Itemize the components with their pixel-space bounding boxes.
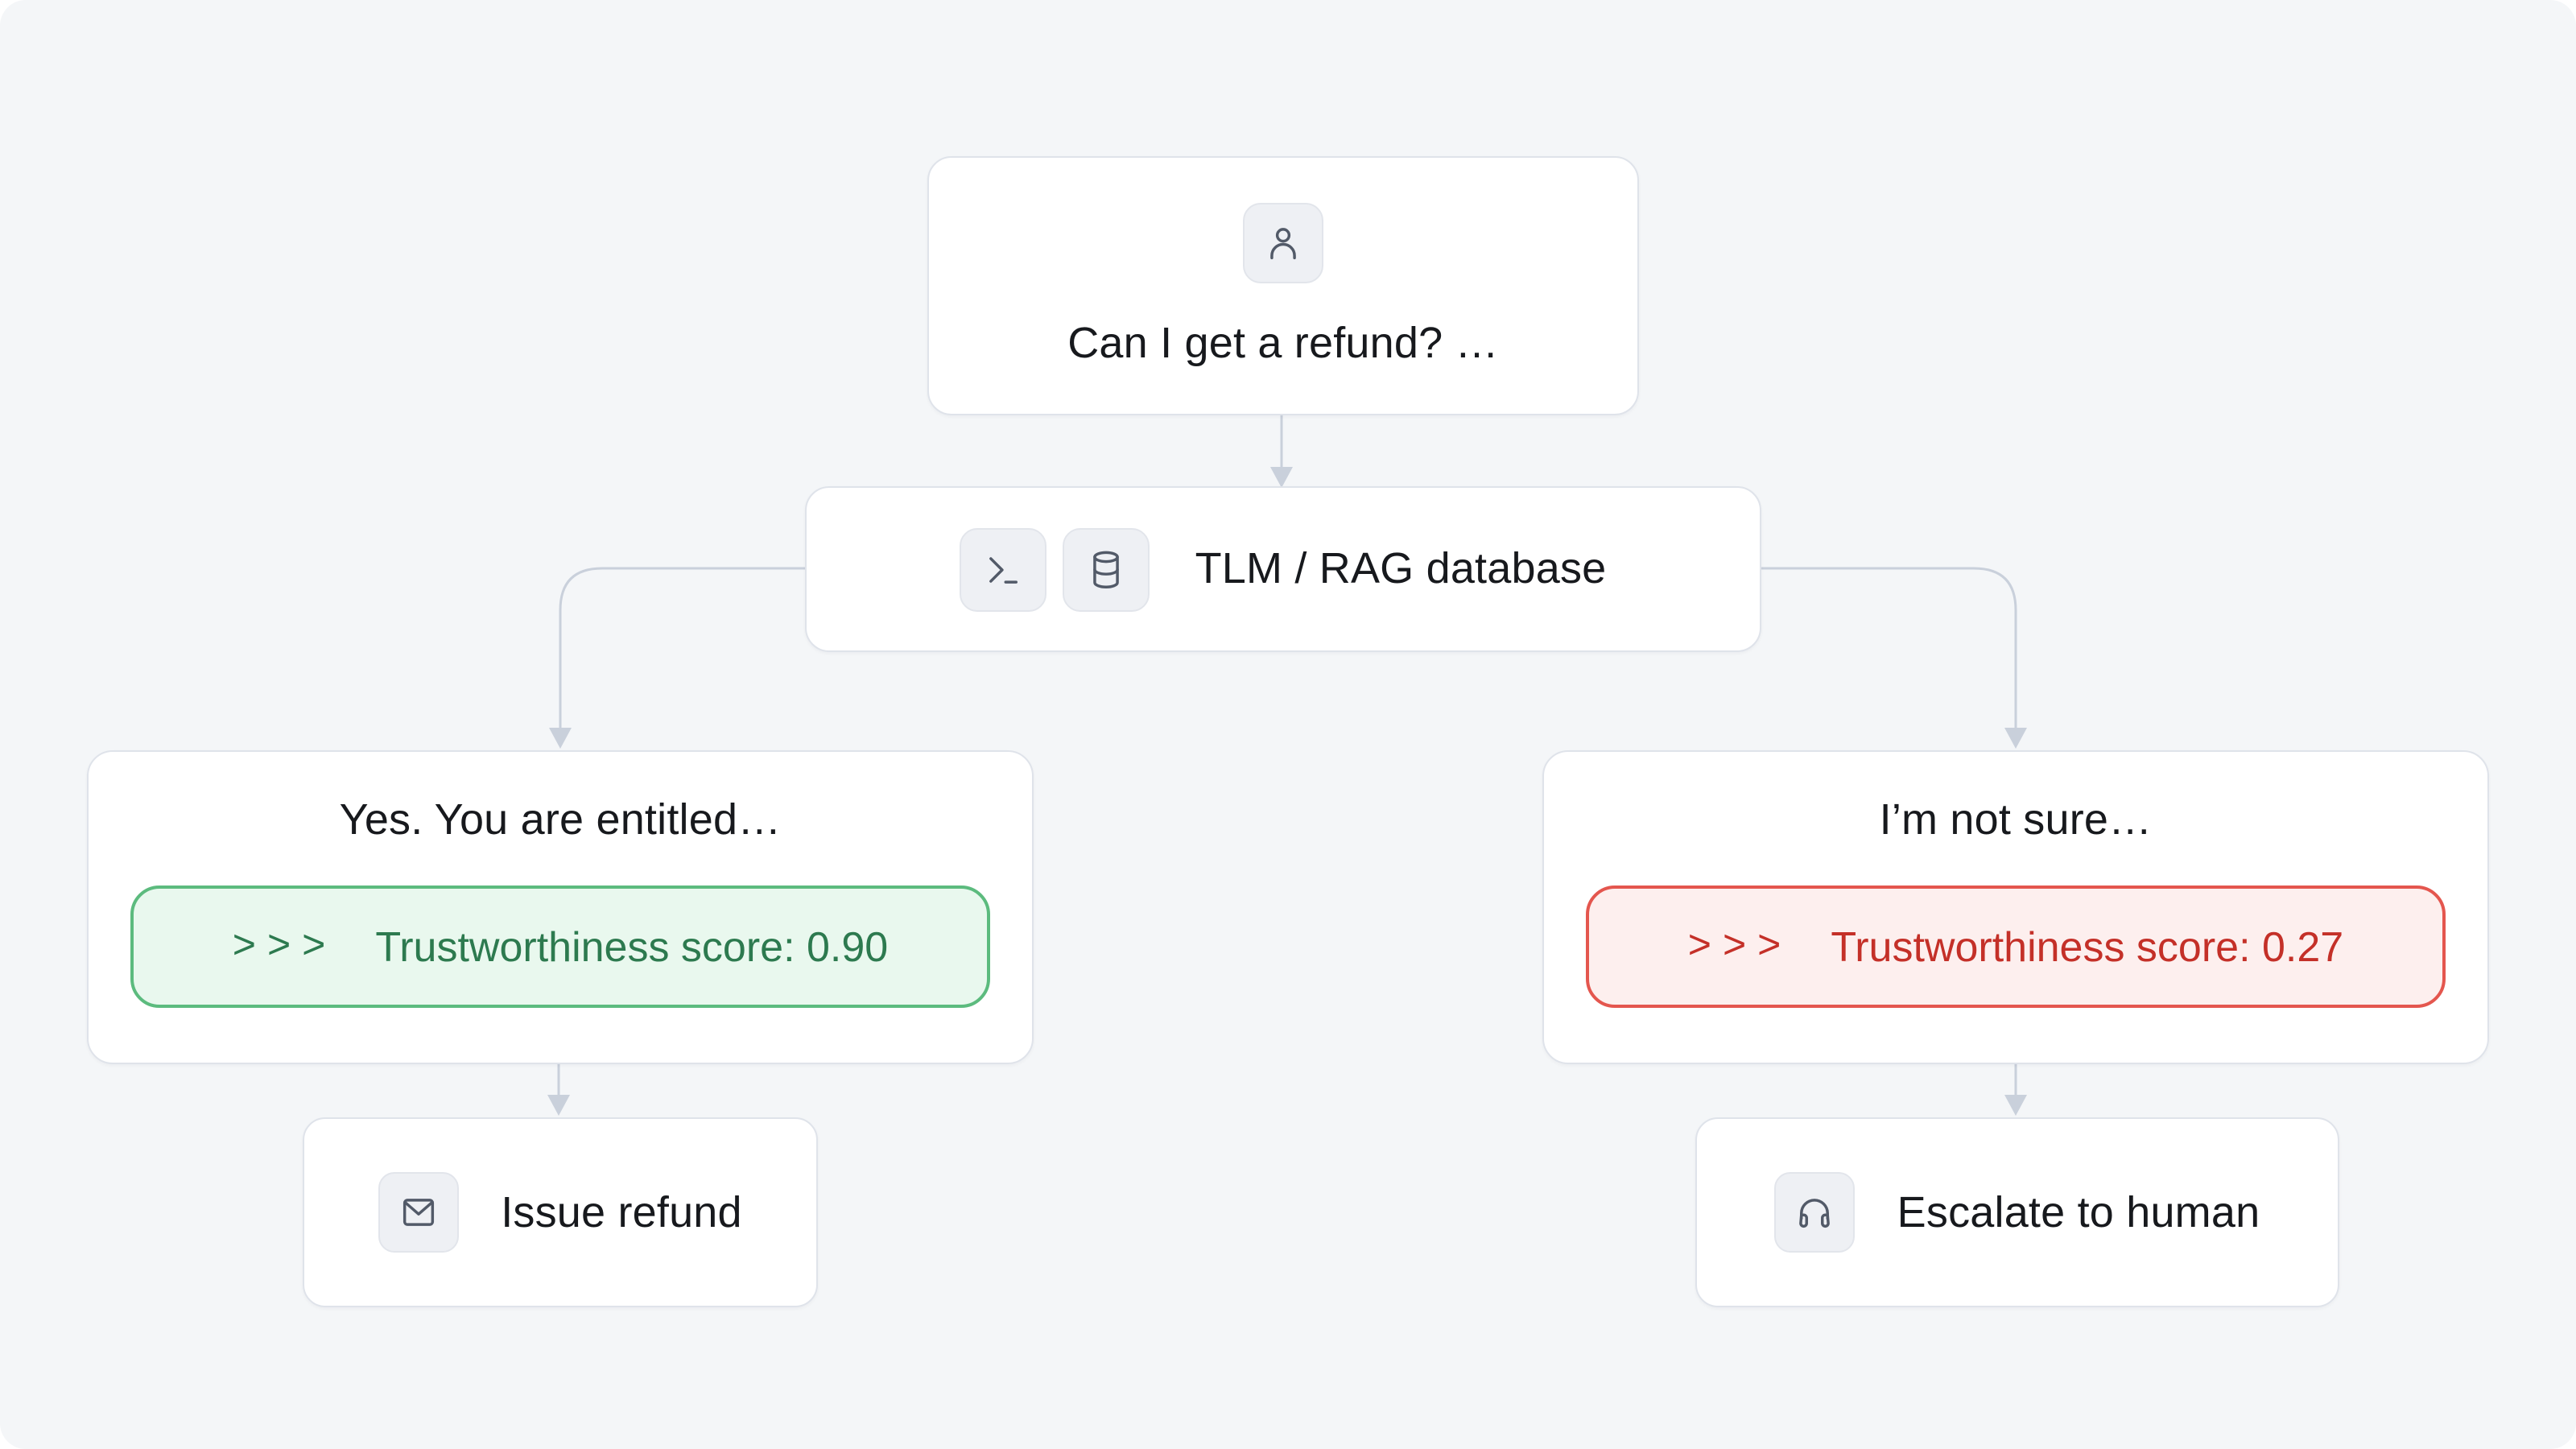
node-user-query: Can I get a refund? … [927, 156, 1639, 415]
database-icon-chip [1063, 527, 1150, 611]
chevrons-icon: >>> [232, 922, 337, 967]
arrowhead-tlm-to-unsure [2004, 728, 2027, 749]
arrowhead-yes-to-refund [547, 1095, 570, 1116]
tlm-rag-label: TLM / RAG database [1195, 544, 1607, 592]
trust-score-badge-high: >>> Trustworthiness score: 0.90 [130, 886, 990, 1008]
terminal-icon [989, 556, 1018, 583]
user-query-label: Can I get a refund? … [1067, 319, 1499, 367]
node-tlm-rag: TLM / RAG database [805, 486, 1761, 652]
node-answer-unsure: I’m not sure… >>> Trustworthiness score:… [1542, 750, 2489, 1064]
headphones-icon [1799, 1199, 1831, 1228]
user-icon [1270, 228, 1296, 260]
arrowhead-user-to-tlm [1270, 467, 1293, 488]
node-answer-confident: Yes. You are entitled… >>> Trustworthine… [87, 750, 1034, 1064]
trust-score-text-low: Trustworthiness score: 0.27 [1831, 922, 2344, 970]
arrowhead-tlm-to-yes [549, 728, 572, 749]
trust-score-badge-low: >>> Trustworthiness score: 0.27 [1586, 886, 2446, 1008]
chevrons-icon: >>> [1687, 922, 1793, 967]
issue-refund-label: Issue refund [501, 1187, 742, 1236]
connector-tlm-to-yes [559, 567, 805, 729]
mail-icon-chip [378, 1172, 460, 1253]
answer-confident-label: Yes. You are entitled… [339, 795, 782, 844]
node-issue-refund: Issue refund [303, 1117, 818, 1307]
node-escalate-human: Escalate to human [1695, 1117, 2339, 1307]
headphones-icon-chip [1774, 1172, 1856, 1253]
terminal-icon-chip [960, 527, 1047, 611]
trust-score-text-high: Trustworthiness score: 0.90 [375, 922, 889, 970]
connector-tlm-to-unsure [1758, 567, 2017, 729]
database-icon [1093, 550, 1120, 588]
answer-unsure-label: I’m not sure… [1879, 795, 2153, 844]
mail-icon [403, 1199, 435, 1226]
arrowhead-unsure-to-escalate [2004, 1095, 2027, 1116]
user-icon-chip [1243, 203, 1323, 283]
escalate-human-label: Escalate to human [1897, 1187, 2260, 1236]
